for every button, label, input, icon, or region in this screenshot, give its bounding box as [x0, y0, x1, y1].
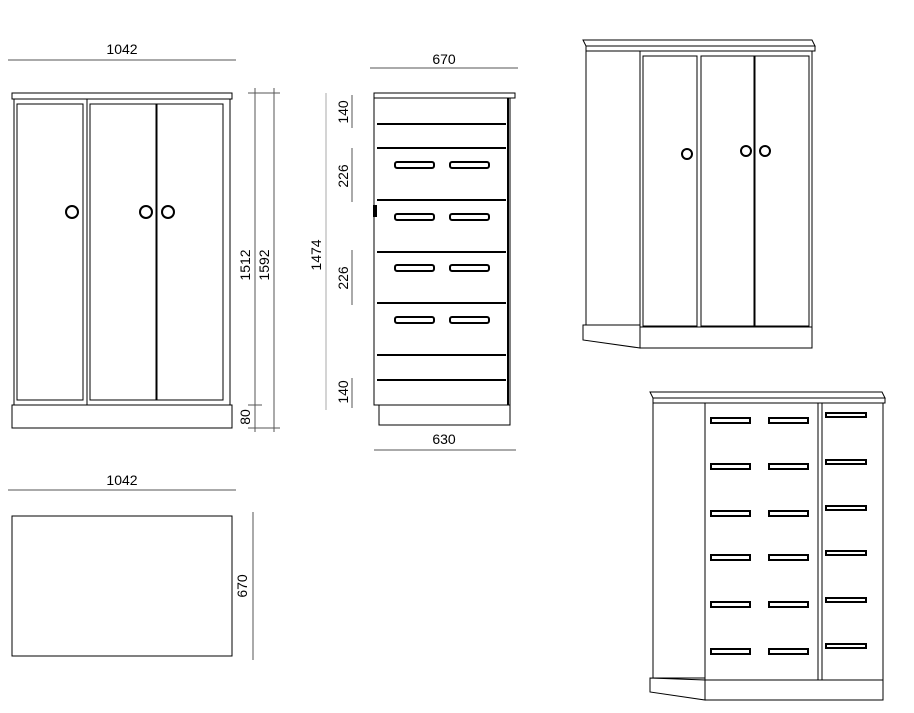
handle-icon	[65, 205, 175, 219]
body-height-dimension: 1512	[237, 249, 253, 280]
compartment-opening-icon	[710, 510, 751, 517]
door-left	[16, 103, 84, 401]
bottom-gap-dimension: 140	[335, 380, 351, 404]
depth-dimension: 670	[432, 51, 456, 67]
top-view: 1042 670	[8, 472, 254, 660]
compartment-opening-icon	[710, 417, 751, 424]
compartment-opening-icon	[825, 412, 867, 418]
vent-slot-icon	[449, 161, 490, 169]
compartment-opening-icon	[768, 510, 809, 517]
vent-slot-icon	[449, 316, 490, 324]
side-view: 670 630 1474 140 226 226 140	[308, 51, 518, 451]
compartment-opening-icon	[768, 463, 809, 470]
vent-slot-icon	[394, 316, 435, 324]
compartment-opening-icon	[768, 648, 809, 655]
compartment-opening-icon	[768, 417, 809, 424]
compartment-dimension: 226	[335, 266, 351, 290]
compartment-opening-icon	[825, 459, 867, 465]
compartment-opening-icon	[710, 648, 751, 655]
width-dimension: 1042	[106, 41, 137, 57]
compartment-opening-icon	[825, 643, 867, 649]
compartment-opening-icon	[710, 601, 751, 608]
compartment-opening-icon	[710, 463, 751, 470]
door-right	[156, 103, 224, 401]
perspective-closed	[582, 39, 816, 349]
compartment-dimension: 226	[335, 164, 351, 188]
compartment-opening-icon	[825, 550, 867, 556]
perspective-open	[649, 391, 886, 701]
inner-depth-dimension: 630	[432, 431, 456, 447]
compartment-opening-icon	[768, 601, 809, 608]
vent-slot-icon	[394, 161, 435, 169]
total-height-dimension: 1592	[256, 249, 272, 280]
vent-slot-icon	[449, 213, 490, 221]
compartment-opening-icon	[768, 554, 809, 561]
door-center	[89, 103, 157, 401]
vent-slot-icon	[394, 264, 435, 272]
vent-slot-icon	[449, 264, 490, 272]
compartment-opening-icon	[710, 554, 751, 561]
vent-slot-icon	[394, 213, 435, 221]
front-view: 1042 1512 1592 80	[8, 41, 280, 432]
top-gap-dimension: 140	[335, 100, 351, 124]
inner-height-dimension: 1474	[308, 239, 324, 270]
depth-dimension: 670	[234, 574, 250, 598]
width-dimension: 1042	[106, 472, 137, 488]
handle-icon	[681, 145, 771, 160]
compartment-opening-icon	[825, 505, 867, 511]
compartment-opening-icon	[825, 597, 867, 603]
plinth-dimension: 80	[237, 409, 253, 425]
